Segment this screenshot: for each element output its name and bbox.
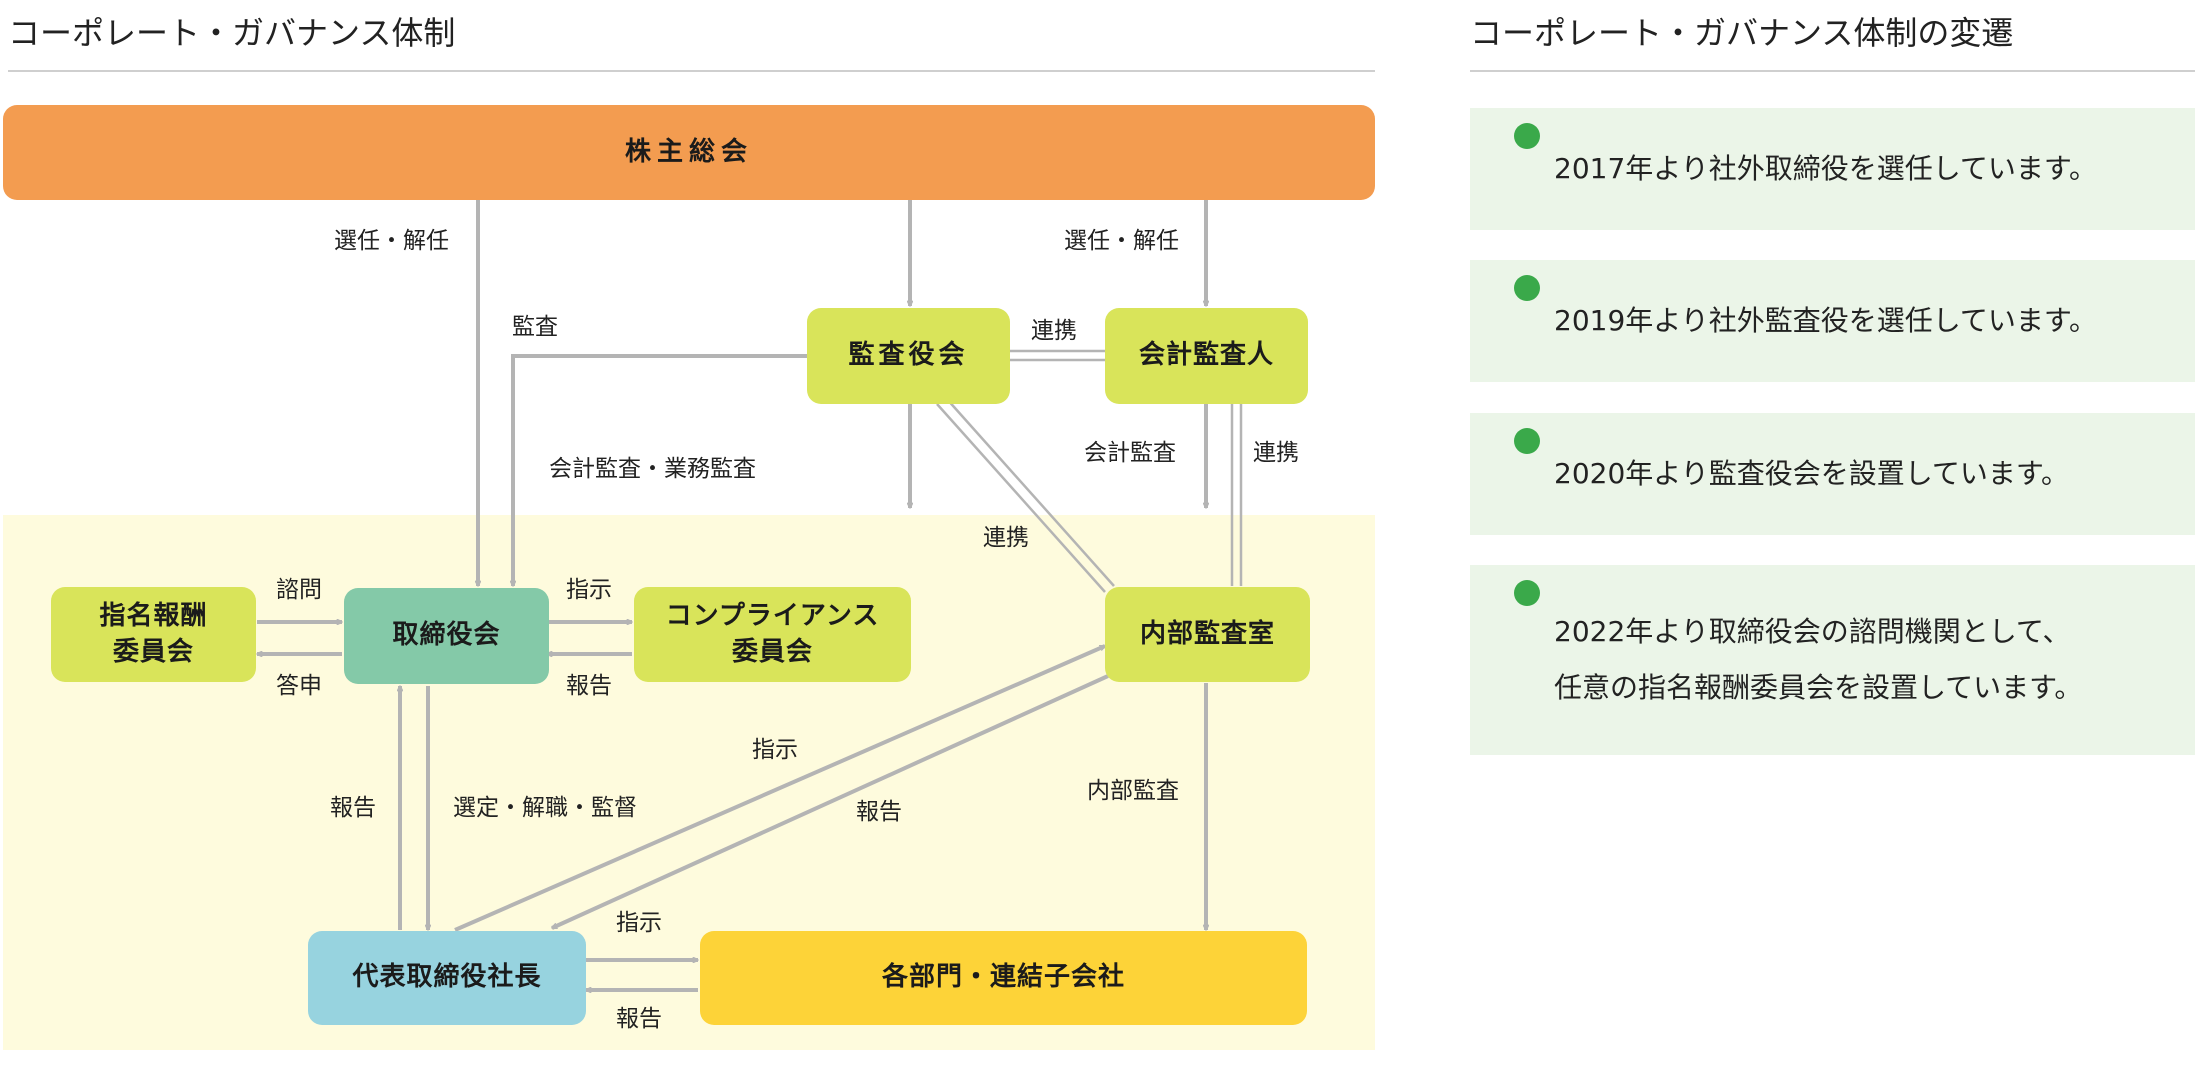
compliance-committee-node: コンプライアンス 委員会 [634, 587, 911, 682]
nomination-committee-node: 指名報酬 委員会 [51, 587, 256, 682]
board-of-directors-node: 取締役会 [344, 588, 549, 684]
accounting-auditor-node: 会計監査人 [1105, 308, 1308, 404]
label-instruct-diagonal: 指示 [752, 737, 798, 763]
arrow-audit-board-to-board [513, 354, 807, 586]
arrow-internal-audit-to-president [552, 674, 1109, 930]
label-consult: 諮問 [276, 577, 322, 603]
label-reply: 答申 [276, 673, 322, 699]
link-audit-board-internal-audit-b [945, 397, 1115, 587]
bullet-dot-icon [1514, 123, 1540, 149]
history-text: 2019年より社外監査役を選任しています。 [1554, 304, 2098, 337]
label-instruct-departments: 指示 [616, 910, 662, 936]
label-report-diagonal: 報告 [856, 799, 902, 825]
bullet-dot-icon [1514, 580, 1540, 606]
label-cooperation-top: 連携 [1031, 318, 1077, 344]
label-accounting-audit: 会計監査 [1084, 440, 1176, 466]
history-item: 2022年より取締役会の諮問機関として、 任意の指名報酬委員会を設置しています。 [1470, 565, 2195, 755]
shareholders-meeting-node: 株主総会 [3, 105, 1375, 200]
bullet-dot-icon [1514, 275, 1540, 301]
label-elect-dismiss-right: 選任・解任 [1064, 228, 1179, 254]
audit-board-node: 監査役会 [807, 308, 1010, 404]
history-text: 2022年より取締役会の諮問機関として、 任意の指名報酬委員会を設置しています。 [1554, 615, 2083, 704]
governance-structure-title: コーポレート・ガバナンス体制 [8, 8, 1375, 72]
link-audit-board-internal-audit-a [936, 403, 1106, 593]
history-text: 2020年より監査役会を設置しています。 [1554, 457, 2070, 490]
label-report-president-up: 報告 [330, 795, 376, 821]
label-select-dismiss-supervise: 選定・解職・監督 [453, 795, 637, 821]
label-internal-audit: 内部監査 [1087, 778, 1179, 804]
history-item: 2017年より社外取締役を選任しています。 [1470, 108, 2195, 230]
label-cooperation-right: 連携 [1253, 440, 1299, 466]
departments-subsidiaries-node: 各部門・連結子会社 [700, 931, 1307, 1025]
label-instruct-compliance: 指示 [566, 577, 612, 603]
governance-diagram: 株主総会 監査役会 会計監査人 指名報酬 委員会 取締役会 コンプライアンス 委… [0, 105, 1375, 1080]
arrow-president-to-internal-audit [454, 644, 1105, 932]
history-item: 2019年より社外監査役を選任しています。 [1470, 260, 2195, 382]
history-item: 2020年より監査役会を設置しています。 [1470, 413, 2195, 535]
governance-history-title: コーポレート・ガバナンス体制の変遷 [1470, 8, 2195, 72]
label-report-departments: 報告 [616, 1006, 662, 1032]
history-text: 2017年より社外取締役を選任しています。 [1554, 152, 2098, 185]
internal-audit-office-node: 内部監査室 [1105, 587, 1310, 682]
bullet-dot-icon [1514, 428, 1540, 454]
label-accounting-business-audit: 会計監査・業務監査 [549, 456, 756, 482]
label-audit: 監査 [512, 314, 558, 340]
label-cooperation-diagonal: 連携 [983, 525, 1029, 551]
president-node: 代表取締役社長 [308, 931, 586, 1025]
diagram-arrows [0, 200, 1243, 1080]
label-elect-dismiss-left: 選任・解任 [334, 228, 449, 254]
label-report-compliance: 報告 [566, 673, 612, 699]
